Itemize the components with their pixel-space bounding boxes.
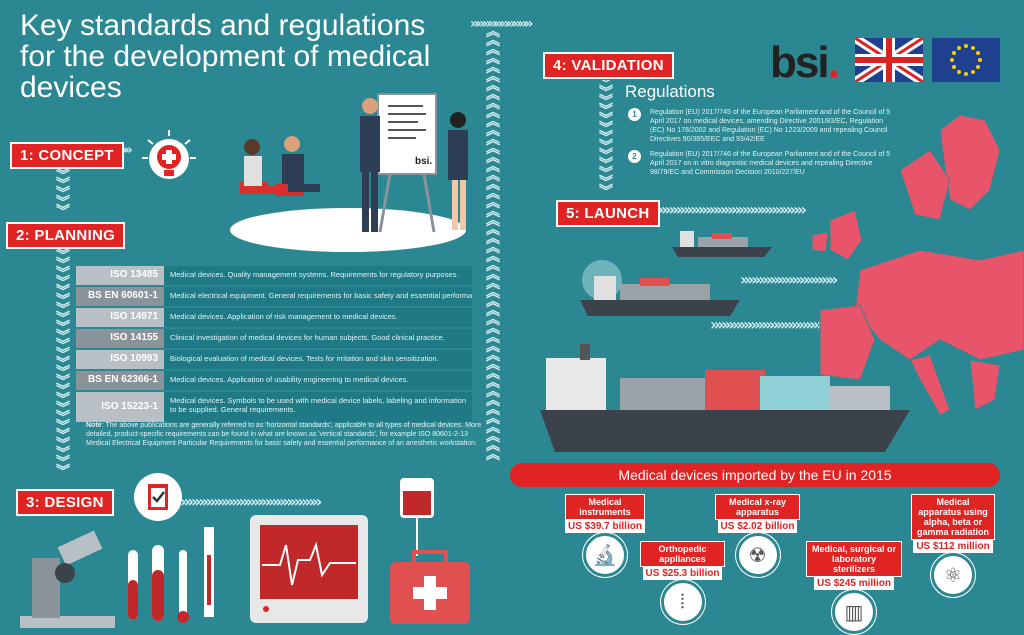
standard-code: BS EN 60601-1 <box>76 287 164 306</box>
europe-map <box>811 114 1024 416</box>
import-label: Medical, surgical or laboratory steriliz… <box>806 541 902 577</box>
path-chevrons: ︾︾︾︾︾︾︾︾︾︾︾︾︾︾︾︾︾︾︾︾︾︾︾︾︾︾ <box>56 243 70 480</box>
sterilizer-icon: ▥ <box>832 590 876 634</box>
standard-description: Biological evaluation of medical devices… <box>164 350 472 369</box>
regulation-text: Regulation (EU) 2017/746 of the European… <box>650 151 891 176</box>
bsi-logo-text: bsi <box>770 38 830 87</box>
lightbulb-icon <box>142 130 196 179</box>
import-label: Medical x-ray apparatus <box>715 494 800 520</box>
path-chevrons: »»»»»»»»»» <box>470 16 533 32</box>
standard-description: Medical electrical equipment. General re… <box>164 287 472 306</box>
note-text: : The above publications are generally r… <box>86 422 482 447</box>
microscope-illustration <box>20 530 115 628</box>
eu-flag-icon <box>932 38 1000 82</box>
import-value: US $112 million <box>913 540 993 553</box>
standard-description: Clinical investigation of medical device… <box>164 329 472 348</box>
import-value: US $39.7 billion <box>565 520 645 533</box>
standard-description: Medical devices. Quality management syst… <box>164 266 472 285</box>
cargo-ship-medium <box>580 260 740 316</box>
page-title: Key standards and regulations for the de… <box>20 9 431 104</box>
regulation-number: 1 <box>628 108 641 121</box>
standard-description: Medical devices. Symbols to be used with… <box>164 392 472 422</box>
standard-description: Medical devices. Application of risk man… <box>164 308 472 327</box>
standard-code: ISO 15223-1 <box>76 392 164 422</box>
bsi-logo: bsi. <box>770 38 840 87</box>
regulation-number: 2 <box>628 150 641 163</box>
import-label: Medical apparatus using alpha, beta or g… <box>911 494 995 540</box>
import-label: Medical instruments <box>565 494 645 520</box>
regulation-item: 1 Regulation (EU) 2017/745 of the Europea… <box>628 108 898 144</box>
standard-code: ISO 10993 <box>76 350 164 369</box>
step-concept: 1: CONCEPT <box>10 142 124 169</box>
standard-code: ISO 14155 <box>76 329 164 348</box>
step-planning: 2: PLANNING <box>6 222 126 249</box>
uk-flag-icon <box>855 38 923 82</box>
import-item: Medical apparatus using alpha, beta or g… <box>911 494 995 597</box>
heart-monitor-illustration <box>250 515 368 623</box>
standard-code: ISO 13485 <box>76 266 164 285</box>
path-chevrons: »»»»»»»»»»»»» <box>740 270 838 289</box>
path-chevrons: ︾︾︾︾︾︾ <box>56 163 70 220</box>
xray-icon: ☢ <box>735 533 780 577</box>
meeting-illustration: bsi. <box>230 93 468 252</box>
import-item: Medical, surgical or laboratory steriliz… <box>806 541 902 634</box>
standards-note: Note: The above publications are general… <box>86 421 486 448</box>
atom-icon: ⚛ <box>931 553 975 597</box>
step-launch: 5: LAUNCH <box>556 200 660 227</box>
clipboard-icon <box>134 473 182 521</box>
standard-code: ISO 14971 <box>76 308 164 327</box>
spine-icon: ⦙ <box>660 580 705 624</box>
regulation-item: 2 Regulation (EU) 2017/746 of the Europea… <box>628 150 898 177</box>
import-item: Medical x-ray apparatus US $2.02 billion… <box>715 494 800 577</box>
path-chevrons: »»»»»»»»»»»»»»»» <box>710 315 830 334</box>
import-value: US $25.3 billion <box>642 567 723 580</box>
imports-title: Medical devices imported by the EU in 20… <box>510 463 1000 487</box>
standard-description: Medical devices. Application of usabilit… <box>164 371 472 390</box>
path-chevrons: »»»»»»»»»»»»»»»»»»» <box>180 492 322 511</box>
step-design: 3: DESIGN <box>16 489 114 516</box>
standard-code: BS EN 62366-1 <box>76 371 164 390</box>
import-item: Medical instruments US $39.7 billion 🔬 <box>565 494 645 577</box>
path-chevrons: ︽︽︽︽︽︽︽︽︽︽︽︽︽︽︽︽︽︽︽︽︽︽︽︽︽︽︽︽︽︽︽︽︽︽︽︽︽︽︽︽… <box>486 28 500 463</box>
test-tubes-illustration <box>128 527 214 623</box>
path-chevrons: ︾︾︾︾︾︾︾︾︾︾︾︾︾ <box>599 80 613 200</box>
import-value: US $2.02 billion <box>717 520 798 533</box>
note-label: Note <box>86 422 102 429</box>
regulations-title: Regulations <box>625 82 715 101</box>
import-value: US $245 million <box>814 577 894 590</box>
import-label: Orthopedic appliances <box>640 541 725 567</box>
cargo-ship-small <box>672 231 772 257</box>
regulation-text: Regulation (EU) 2017/745 of the European… <box>650 109 891 143</box>
import-item: Orthopedic appliances US $25.3 billion ⦙ <box>640 541 725 624</box>
path-chevrons: »»»»»»»»»»»»»»»»»»»»» <box>650 200 807 219</box>
cargo-ship-large <box>540 344 910 452</box>
microscope-icon: 🔬 <box>583 533 627 577</box>
svg-text:bsi.: bsi. <box>415 156 432 167</box>
step-validation: 4: VALIDATION <box>543 52 674 79</box>
first-aid-kit-illustration <box>390 478 470 624</box>
